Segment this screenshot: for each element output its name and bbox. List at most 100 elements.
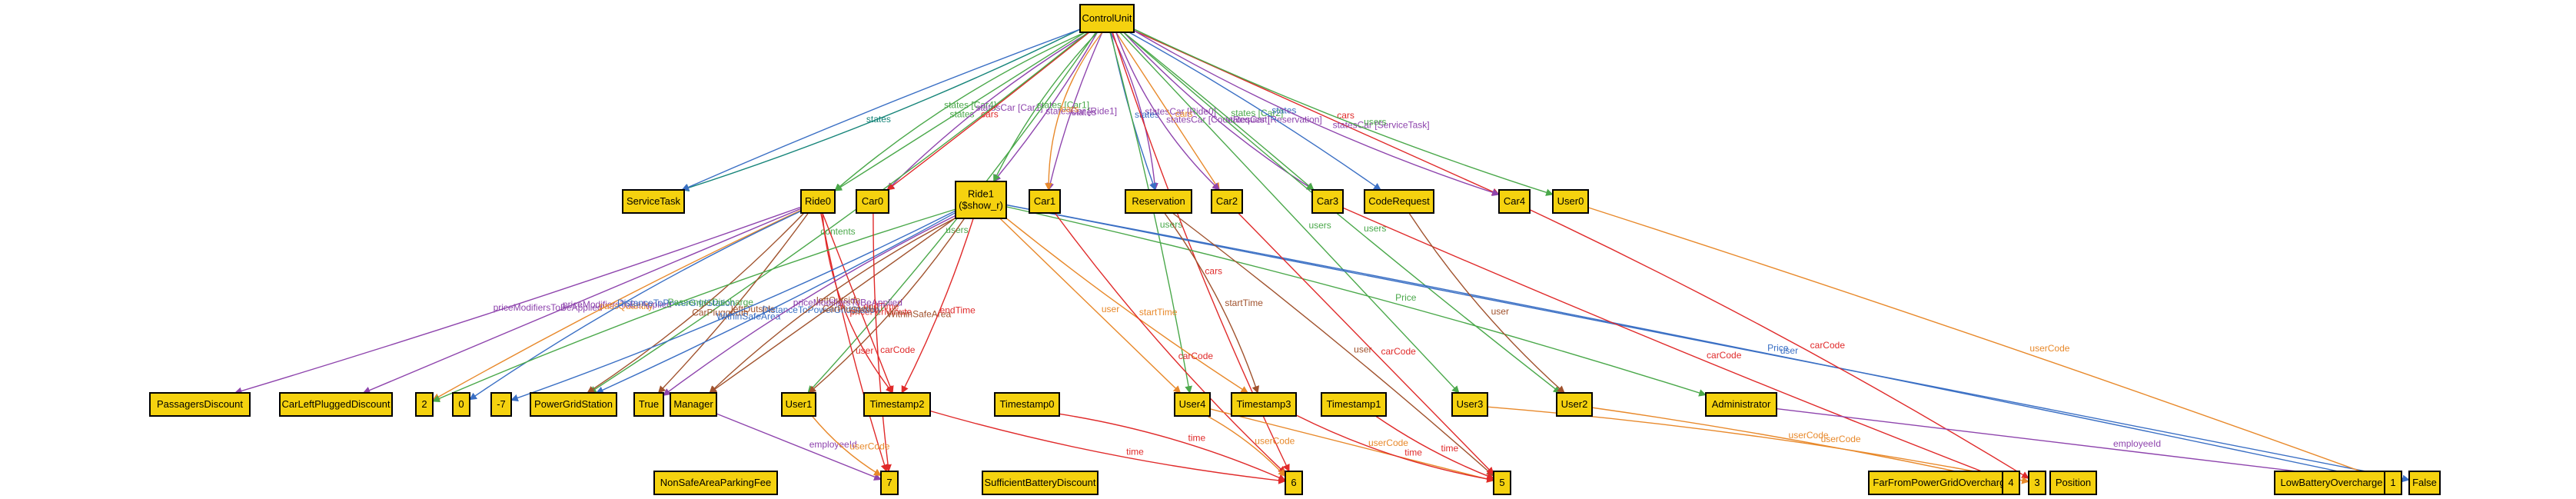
node-control-unit[interactable]: ControlUnit: [1079, 4, 1135, 33]
edge-ride1-to-manager: CarPluggedIn: [709, 217, 956, 394]
node-power-grid-station[interactable]: PowerGridStation: [530, 392, 617, 417]
node-label: Car2: [1216, 195, 1238, 207]
edge-line: [1128, 32, 1381, 191]
node-non-safe-area-parking-fee[interactable]: NonSafeAreaParkingFee: [653, 471, 778, 495]
node-label: NonSafeAreaParkingFee: [660, 477, 772, 488]
node-box: [1079, 4, 1135, 33]
edge-line: [929, 410, 1286, 484]
edge-label: states: [1271, 105, 1296, 116]
node-n1[interactable]: 1: [2384, 471, 2402, 495]
node-label: User4: [1179, 398, 1206, 410]
node-label: User0: [1557, 195, 1584, 207]
node-true[interactable]: True: [633, 392, 664, 417]
node-far-from-power-grid-overcharge[interactable]: FarFromPowerGridOvercharge: [1868, 471, 2016, 495]
edge-control-unit-to-car4: cars: [1133, 30, 1500, 195]
edge-line: [510, 210, 956, 402]
node-car0[interactable]: Car0: [856, 189, 889, 214]
node-label: 6: [1291, 477, 1296, 488]
node-timestamp1[interactable]: Timestamp1: [1321, 392, 1387, 417]
node-label: Car0: [862, 195, 883, 207]
node-box: [1556, 392, 1593, 417]
node-sufficient-battery-discount[interactable]: SufficientBatteryDiscount: [982, 471, 1099, 495]
edge-label: cars: [1175, 108, 1193, 119]
node-box: [633, 392, 664, 417]
edge-ride1-to-false: user: [1005, 204, 2410, 483]
node-position[interactable]: Position: [2049, 471, 2097, 495]
node-user0[interactable]: User0: [1552, 189, 1589, 214]
edge-line: [886, 32, 1090, 191]
node-car-left-plugged-discount[interactable]: CarLeftPluggedDiscount: [279, 392, 393, 417]
edge-label: time: [1126, 446, 1144, 457]
edge-line: [1054, 212, 1286, 474]
node-user3[interactable]: User3: [1451, 392, 1488, 417]
node-ride1[interactable]: Ride1($show_r): [955, 181, 1007, 219]
node-box: [880, 471, 899, 495]
node-timestamp0[interactable]: Timestamp0: [994, 392, 1060, 417]
edge-line: [716, 413, 882, 481]
edge-label: statesCar [Reservation]: [1225, 114, 1321, 125]
edge-label: Price: [1767, 342, 1789, 353]
node-label: Car3: [1317, 195, 1338, 207]
edge-line: [595, 211, 956, 394]
node-user2[interactable]: User2: [1556, 392, 1593, 417]
node-false[interactable]: False: [2408, 471, 2441, 495]
node-code-request[interactable]: CodeRequest: [1364, 189, 1434, 214]
node-passagers-discount[interactable]: PassagersDiscount: [149, 392, 251, 417]
edge-ride0-to-power-grid-station: CarPluggedIn: [587, 212, 805, 394]
node-n7[interactable]: 7: [880, 471, 899, 495]
edge-line: [1115, 32, 1220, 191]
node-administrator[interactable]: Administrator: [1705, 392, 1777, 417]
edge-control-unit-to-ride1: states [Car1]: [993, 32, 1098, 182]
node-service-task[interactable]: ServiceTask: [622, 189, 685, 214]
node-box: [2408, 471, 2441, 495]
node-label: Manager: [673, 398, 713, 410]
edge-line: [432, 209, 802, 401]
edge-line: [588, 32, 1089, 394]
node-timestamp2[interactable]: Timestamp2: [863, 392, 931, 417]
edge-label: userCode: [1789, 430, 1829, 441]
edge-line: [1005, 206, 1707, 397]
node-user4[interactable]: User4: [1174, 392, 1211, 417]
edge-car0-to-n7: carCode: [873, 212, 916, 472]
edge-car3-to-n4: carCode: [1342, 207, 2003, 481]
node-n0[interactable]: 0: [452, 392, 470, 417]
node-box: [1451, 392, 1488, 417]
node-label: Timestamp0: [999, 398, 1054, 410]
edge-label: users: [1160, 219, 1182, 230]
edge-label: states [Car4]: [944, 100, 996, 111]
node-car1[interactable]: Car1: [1029, 189, 1061, 214]
node-label: PassagersDiscount: [157, 398, 243, 410]
edge-ride1-to-user4: user: [999, 218, 1182, 394]
node-n6[interactable]: 6: [1285, 471, 1303, 495]
edge-line: [657, 212, 809, 394]
node-low-battery-overcharge[interactable]: LowBatteryOvercharge: [2274, 471, 2389, 495]
edge-ride0-to-car-left-plugged-discount: priceModifiersToBeApplied: [362, 208, 802, 394]
node-n5[interactable]: 5: [1493, 471, 1511, 495]
edge-label: time: [1188, 432, 1205, 443]
edge-code-request-to-user2: user: [1408, 212, 1565, 394]
node-box: [2028, 471, 2046, 495]
edge-label: priceModifiersToBeApplied: [494, 302, 603, 313]
edge-line: [709, 217, 956, 394]
node-ride0[interactable]: Ride0: [800, 189, 836, 214]
node-n2[interactable]: 2: [415, 392, 434, 417]
node-car3[interactable]: Car3: [1311, 189, 1344, 214]
node-n3[interactable]: 3: [2028, 471, 2046, 495]
node-nm7[interactable]: -7: [490, 392, 512, 417]
edge-label: CarPluggedIn: [692, 307, 748, 318]
node-manager[interactable]: Manager: [670, 392, 717, 417]
node-reservation[interactable]: Reservation: [1125, 189, 1192, 214]
node-label: 2: [421, 398, 427, 410]
node-box: [490, 392, 512, 417]
node-timestamp3[interactable]: Timestamp3: [1231, 392, 1297, 417]
edge-line: [886, 32, 1090, 191]
edge-line: [587, 212, 805, 394]
edge-line: [1110, 32, 1158, 191]
node-box: [1705, 392, 1777, 417]
node-user1[interactable]: User1: [781, 392, 816, 417]
node-n4[interactable]: 4: [2002, 471, 2020, 495]
node-box: [1211, 189, 1243, 214]
node-label: ControlUnit: [1082, 12, 1132, 24]
node-car2[interactable]: Car2: [1211, 189, 1243, 214]
node-car4[interactable]: Car4: [1498, 189, 1531, 214]
